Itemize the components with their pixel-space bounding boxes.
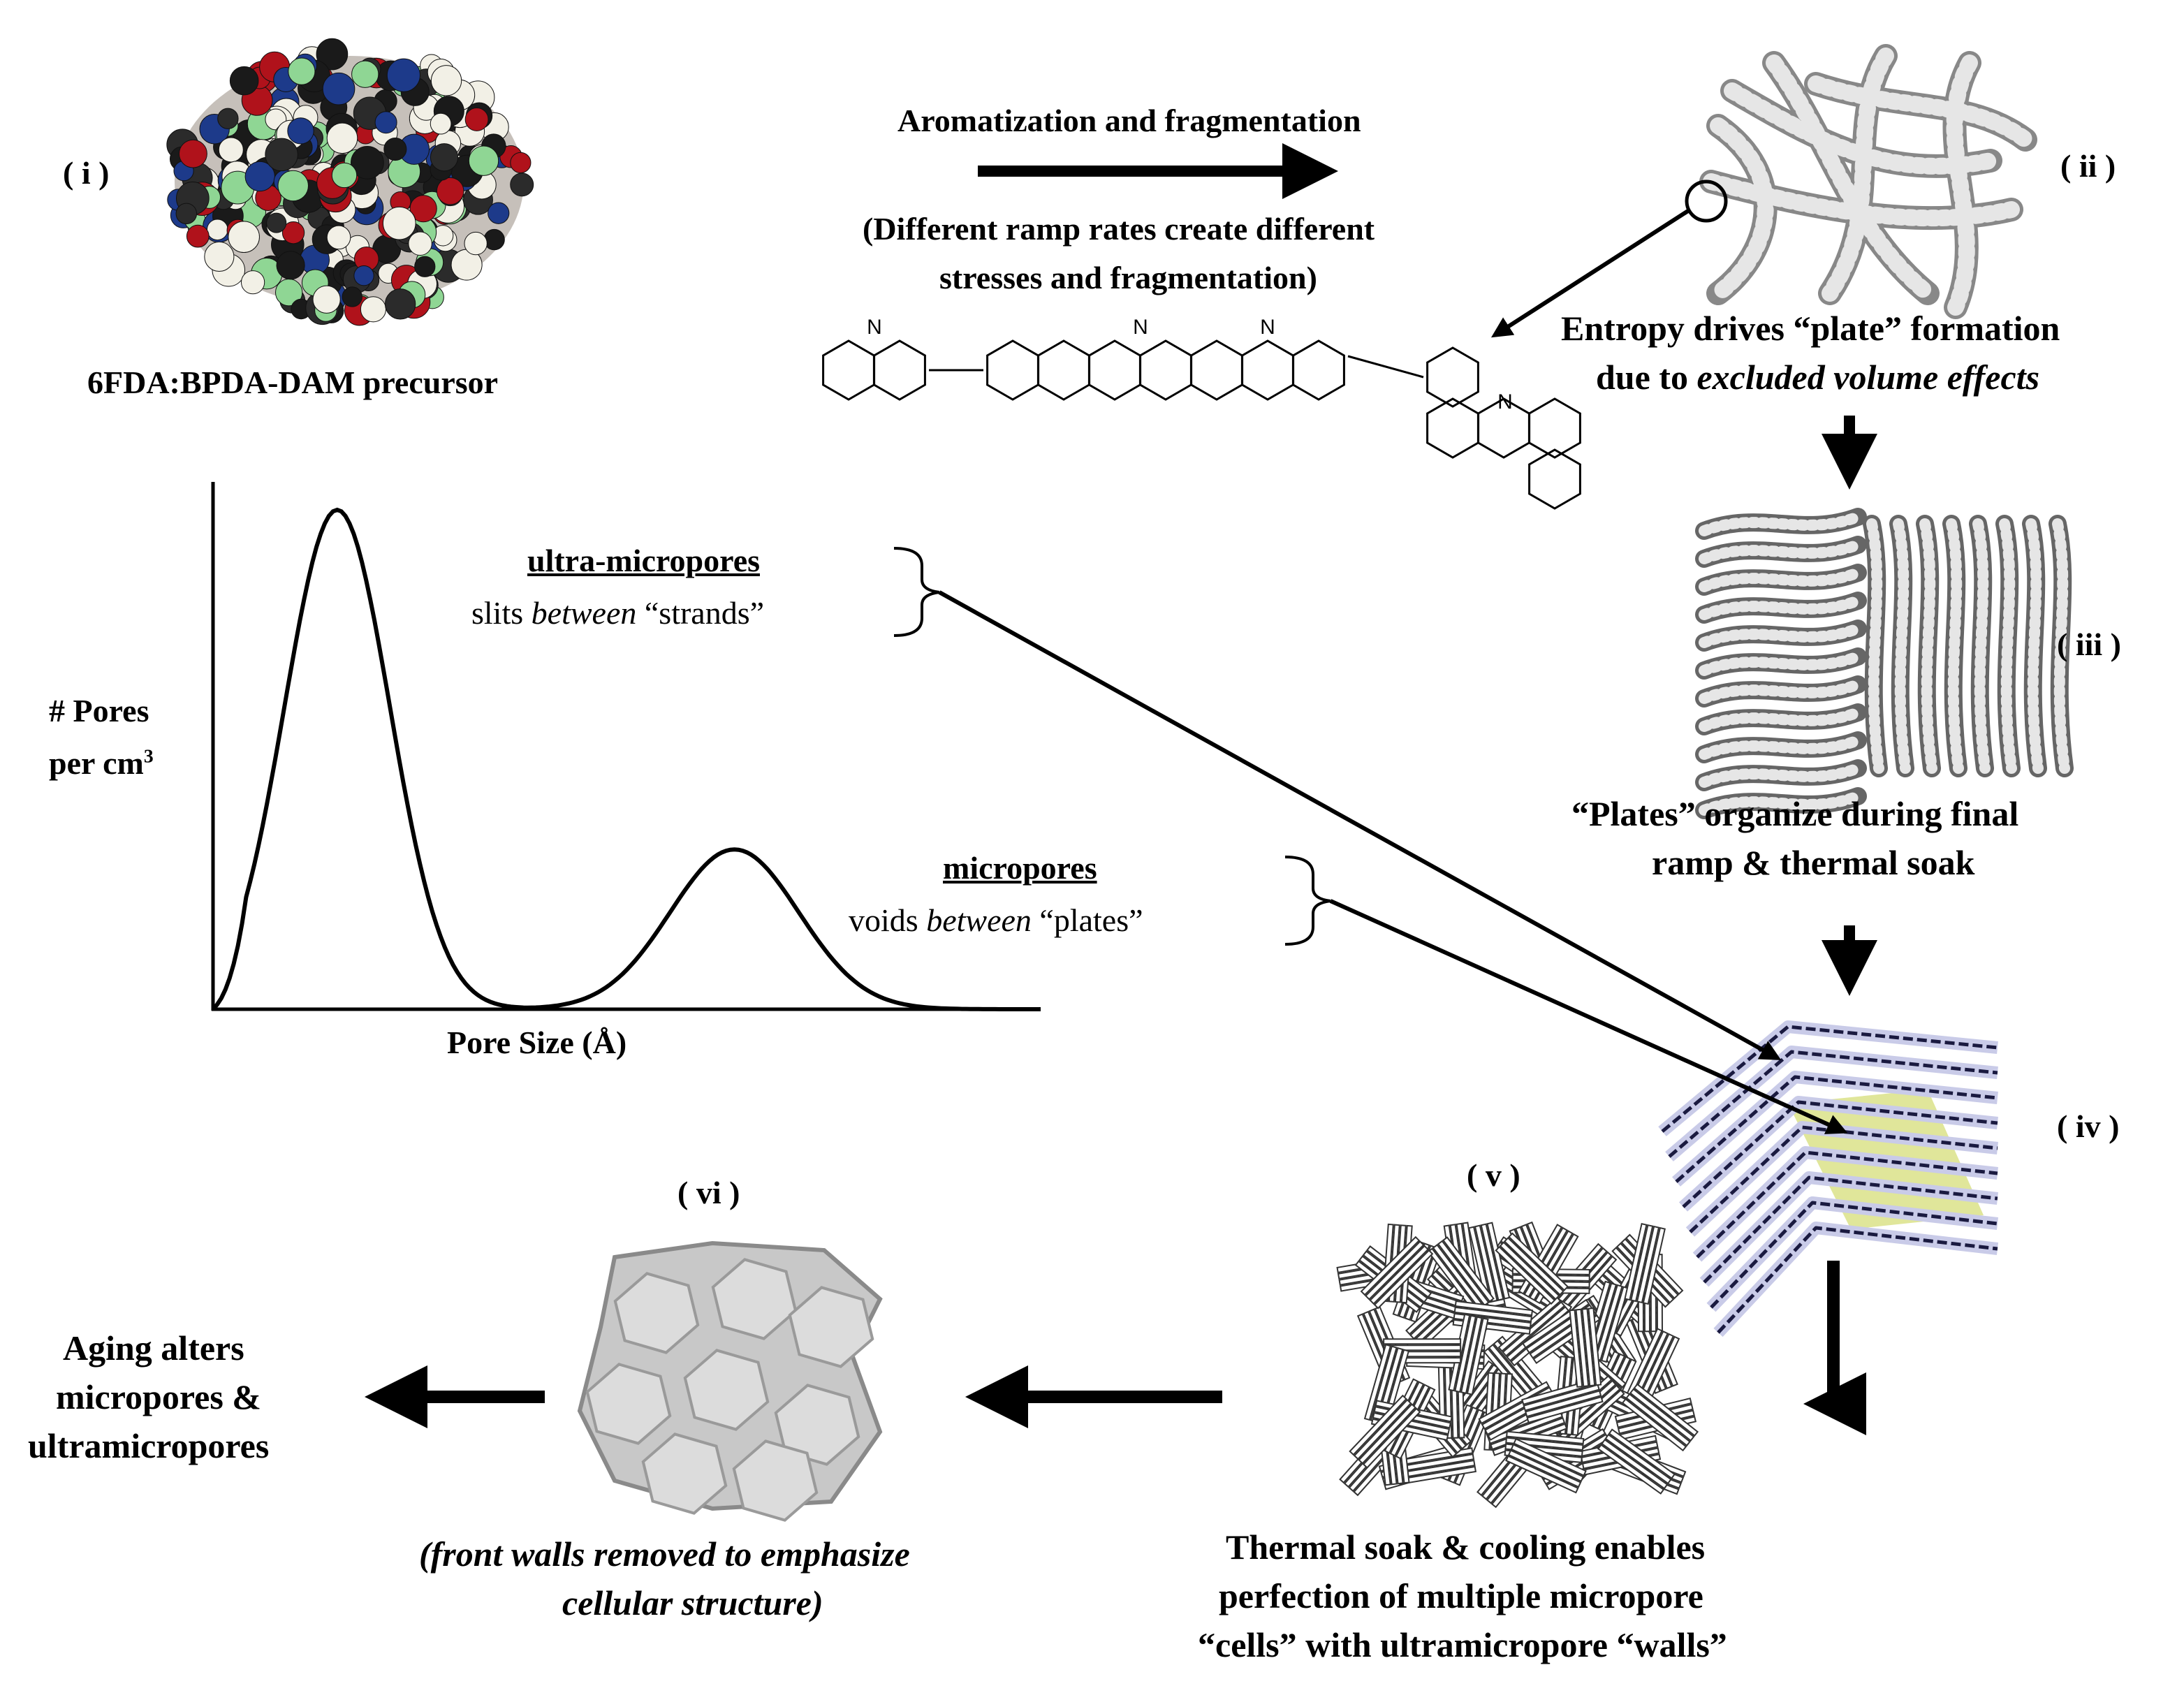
nitrogen-label: N: [867, 316, 882, 339]
precursor-molecule-image: [166, 38, 534, 326]
arrow-to-molecule: [1490, 207, 1692, 338]
aligned-plates-image: [1695, 508, 2074, 819]
ultra-micropores-heading: ultra-micropores: [527, 543, 761, 578]
arrow-iv-to-v: [1803, 1261, 1866, 1435]
y-axis-label-line2: per cm3: [49, 745, 154, 781]
stage-iii-caption-line1: “Plates” organize during final: [1571, 794, 2019, 833]
stage-ii-caption-line2: due to excluded volume effects: [1596, 358, 2040, 397]
stage-v-caption-line3: “cells” with ultramicropore “walls”: [1198, 1625, 1727, 1664]
y-axis-label-line1: # Pores: [49, 693, 149, 728]
pore-distribution-chart: [211, 482, 1041, 1011]
stage-v-caption-line2: perfection of multiple micropore: [1219, 1576, 1703, 1615]
stage-vi-caption-line1: (front walls removed to emphasize: [419, 1534, 910, 1574]
micropore-cells-image: [1336, 1221, 1699, 1509]
stage-ii-label: ( ii ): [2060, 148, 2116, 184]
arrow-micro-to-iv: [1329, 899, 1848, 1134]
fragment-molecule-structure: N N N N: [822, 316, 1581, 510]
process-note-line1: (Different ramp rates create different: [863, 211, 1375, 247]
cellular-structure-image: [577, 1240, 883, 1522]
stage-i-label: ( i ): [63, 155, 110, 191]
arrow-ultra-to-iv: [938, 590, 1782, 1060]
stage-iv-label: ( iv ): [2057, 1108, 2120, 1144]
x-axis-label: Pore Size (Å): [447, 1025, 627, 1060]
final-line1: Aging alters: [63, 1328, 244, 1368]
stage-iii-caption-line2: ramp & thermal soak: [1652, 843, 1975, 882]
nitrogen-label: N: [1133, 316, 1148, 339]
process-note-line2: stresses and fragmentation): [939, 260, 1317, 295]
precursor-caption: 6FDA:BPDA-DAM precursor: [87, 365, 499, 400]
bracket-ultra-micropores: [893, 547, 940, 637]
bracket-micropores: [1284, 856, 1331, 946]
micropores-heading: micropores: [943, 850, 1097, 886]
nitrogen-label: N: [1497, 390, 1513, 413]
final-line2: micropores &: [56, 1377, 261, 1416]
stage-ii-caption-line1: Entropy drives “plate” formation: [1561, 309, 2060, 348]
final-line3: ultramicropores: [28, 1426, 270, 1465]
stage-v-label: ( v ): [1467, 1157, 1520, 1193]
stage-vi-label: ( vi ): [677, 1175, 740, 1210]
tangled-strands-image: [1685, 44, 2037, 319]
distribution-curve: [211, 507, 1041, 1011]
micropores-text: voids between “plates”: [849, 902, 1143, 938]
nitrogen-label: N: [1260, 316, 1275, 339]
stage-v-caption-line1: Thermal soak & cooling enables: [1226, 1527, 1706, 1567]
process-title: Aromatization and fragmentation: [897, 103, 1361, 138]
stage-vi-caption-line2: cellular structure): [562, 1583, 823, 1622]
stage-iii-label: ( iii ): [2057, 626, 2121, 662]
ultra-micropores-text: slits between “strands”: [471, 595, 765, 631]
